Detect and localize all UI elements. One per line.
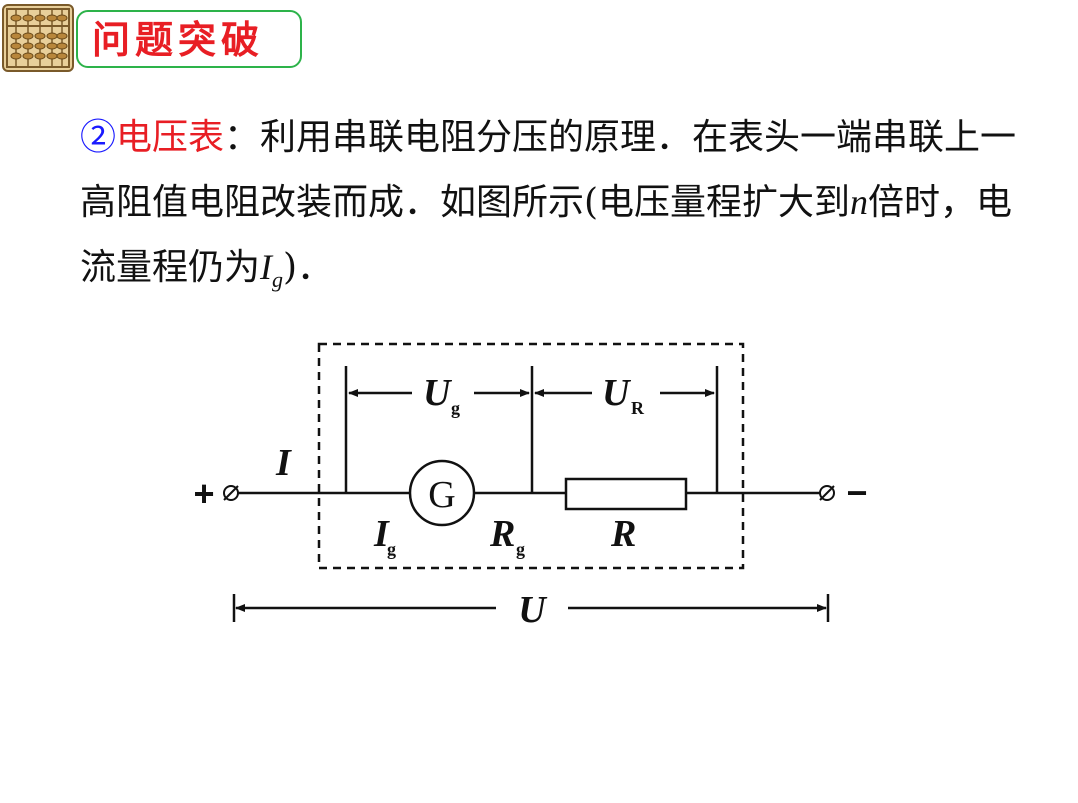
explanation-paragraph: ②电压表：利用串联电阻分压的原理．在表头一端串联上一高阻值电阻改装而成．如图所示… xyxy=(80,106,1040,300)
label-ur-sub: R xyxy=(631,398,645,418)
galvanometer-label: G xyxy=(428,474,455,516)
minus-sign: − xyxy=(846,472,867,513)
label-rg-sub: g xyxy=(516,539,525,559)
dashed-boundary xyxy=(317,342,745,570)
label-ig: I xyxy=(373,513,390,555)
paragraph-text-2: 倍时，电流量程仍为 xyxy=(80,182,1013,288)
label-ig-sub: g xyxy=(387,539,396,559)
paragraph-text-3: )． xyxy=(283,247,334,288)
var-ig-sub: g xyxy=(272,267,284,293)
galvanometer-symbol xyxy=(408,459,476,527)
header: 问题突破 xyxy=(0,2,306,76)
label-u: U xyxy=(518,589,548,631)
var-n: n xyxy=(850,182,869,222)
section-title: 问题突破 xyxy=(92,18,265,62)
var-ig: I xyxy=(260,247,273,287)
term-voltmeter: 电压表 xyxy=(116,117,225,158)
paragraph-text-1: ：利用串联电阻分压的原理．在表头一端串联上一高阻值电阻改装而成．如图所示(电压量… xyxy=(80,117,1017,223)
label-ug: U xyxy=(423,372,453,414)
label-ur: U xyxy=(602,372,632,414)
circled-number-marker: ② xyxy=(80,117,117,158)
label-ug-sub: g xyxy=(451,398,460,418)
abacus-icon xyxy=(2,4,74,72)
resistor-r xyxy=(564,477,688,511)
plus-sign: + xyxy=(193,473,214,514)
label-r: R xyxy=(610,513,636,555)
label-current-i: I xyxy=(275,442,292,484)
title-box: 问题突破 xyxy=(76,10,302,68)
label-rg: R xyxy=(489,513,515,555)
